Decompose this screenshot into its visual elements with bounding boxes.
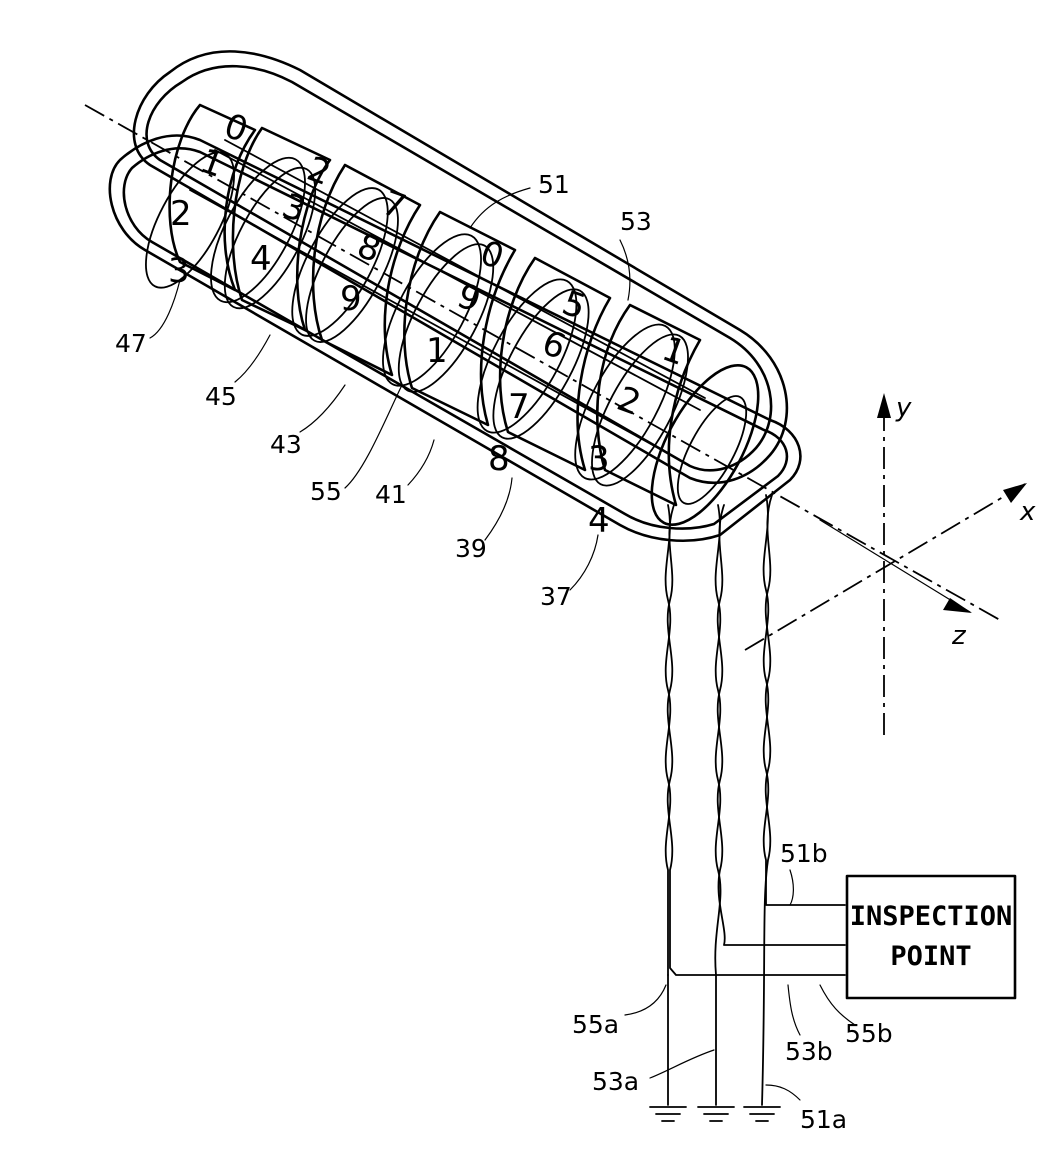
twisted-wires (666, 495, 845, 1105)
label-53a: 53a (592, 1067, 639, 1096)
coordinate-axes: y x z (745, 393, 1036, 735)
label-51b: 51b (780, 839, 828, 868)
ground-symbols (650, 1107, 780, 1121)
label-53b: 53b (785, 1037, 833, 1066)
digit: 4 (588, 501, 610, 541)
leader-lines (150, 188, 855, 1100)
digit: 8 (488, 439, 510, 479)
digit: 3 (588, 439, 610, 479)
digit: 9 (452, 276, 486, 321)
label-47: 47 (115, 329, 147, 358)
y-axis-arrow-icon (877, 393, 891, 418)
label-43: 43 (270, 430, 302, 459)
axis-label-y: y (895, 393, 912, 423)
inspection-box-line1: INSPECTION (850, 901, 1013, 932)
label-55b: 55b (845, 1019, 893, 1048)
x-axis-line (745, 484, 1025, 650)
reference-numerals: 51 53 47 45 43 55 41 39 37 51b 55a 53a 5… (115, 170, 893, 1134)
wheel-stack (128, 105, 780, 541)
label-37: 37 (540, 582, 572, 611)
digit: 7 (377, 183, 411, 228)
digit: 6 (537, 323, 571, 368)
label-51: 51 (538, 170, 570, 199)
ground-icon (744, 1107, 780, 1121)
digit: 9 (340, 279, 362, 319)
ground-icon (698, 1107, 734, 1121)
inspection-point-box: INSPECTION POINT (847, 876, 1015, 998)
z-axis-line (820, 520, 970, 612)
digit: 0 (219, 106, 253, 151)
digit: 5 (557, 283, 591, 328)
axis-label-x: x (1019, 497, 1036, 527)
z-axis-arrow-icon (943, 598, 972, 613)
digit: 2 (302, 149, 336, 194)
label-55a: 55a (572, 1010, 619, 1039)
wheel-digits: 0 1 2 3 2 3 4 7 8 9 0 9 1 5 6 7 8 1 2 3 … (168, 106, 691, 541)
label-53: 53 (620, 207, 652, 236)
digit: 1 (426, 331, 448, 371)
axis-label-z: z (951, 621, 967, 651)
inspection-box-line2: POINT (890, 941, 971, 972)
ground-icon (650, 1107, 686, 1121)
label-39: 39 (455, 534, 487, 563)
label-45: 45 (205, 382, 237, 411)
digit: 4 (250, 239, 272, 279)
digit: 2 (170, 194, 192, 234)
label-41: 41 (375, 480, 407, 509)
label-55: 55 (310, 477, 342, 506)
label-51a: 51a (800, 1105, 847, 1134)
digit: 7 (508, 387, 530, 427)
